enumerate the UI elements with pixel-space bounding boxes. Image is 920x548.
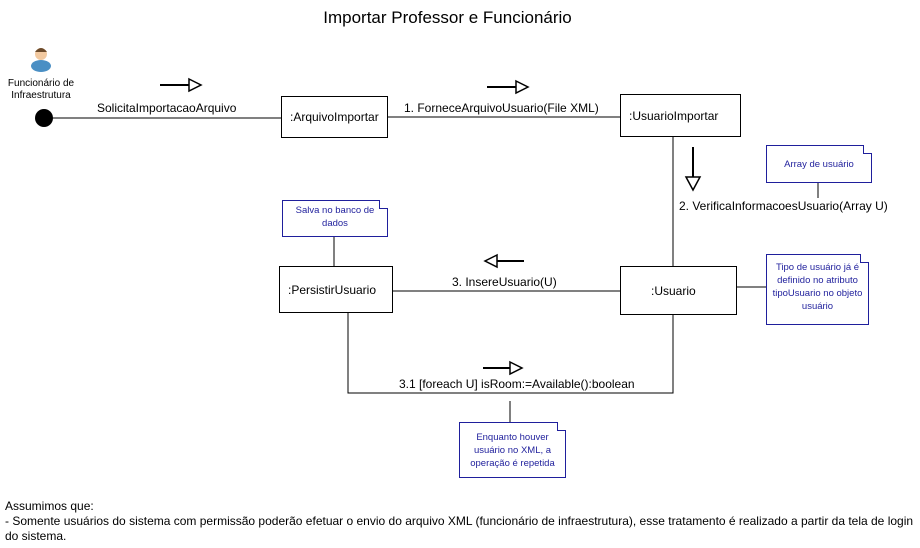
- object-persistir-usuario[interactable]: :PersistirUsuario: [279, 266, 393, 313]
- note-fold: [860, 254, 869, 263]
- object-label: :Usuario: [651, 283, 696, 298]
- note-text: Enquanto houver usuário no XML, a operaç…: [470, 432, 555, 469]
- message-foreach: 3.1 [foreach U] isRoom:=Available():bool…: [399, 377, 635, 391]
- message-solicita: SolicitaImportacaoArquivo: [97, 101, 237, 115]
- arrow-right-icon: [487, 79, 530, 95]
- note-fold: [557, 422, 566, 431]
- object-usuario-importar[interactable]: :UsuarioImportar: [620, 94, 741, 137]
- diagram-title: Importar Professor e Funcionário: [323, 8, 572, 27]
- object-label: :ArquivoImportar: [290, 110, 379, 124]
- arrow-down-icon: [684, 147, 702, 192]
- note-fold: [379, 200, 388, 209]
- person-icon: [31, 48, 51, 72]
- note-fold: [863, 145, 872, 154]
- arrow-left-icon: [483, 253, 524, 269]
- note-text: Array de usuário: [784, 159, 854, 170]
- object-usuario[interactable]: :Usuario: [620, 266, 737, 315]
- object-label: :UsuarioImportar: [629, 108, 719, 123]
- assumptions: Assumimos que: - Somente usuários do sis…: [5, 499, 915, 544]
- link-foreach-loop: [347, 313, 674, 394]
- note-enquanto: Enquanto houver usuário no XML, a operaç…: [459, 422, 566, 478]
- arrow-right-icon: [483, 360, 524, 376]
- assumptions-line: - Somente usuários do sistema com permis…: [5, 514, 914, 543]
- object-label: :PersistirUsuario: [288, 282, 377, 297]
- note-text: Tipo de usuário já é definido no atribut…: [772, 262, 863, 312]
- assumptions-heading: Assumimos que:: [5, 499, 94, 513]
- arrow-right-icon: [160, 77, 203, 93]
- actor-label: Funcionário de Infraestrutura: [7, 78, 75, 101]
- object-arquivo-importar[interactable]: :ArquivoImportar: [281, 96, 388, 138]
- actor-endpoint: [35, 109, 53, 127]
- message-verifica: 2. VerificaInformacoesUsuario(Array U): [679, 199, 888, 213]
- note-text: Salva no banco de dados: [295, 205, 375, 229]
- note-tipo: Tipo de usuário já é definido no atribut…: [766, 254, 869, 325]
- message-fornece: 1. ForneceArquivoUsuario(File XML): [404, 101, 599, 115]
- message-insere: 3. InsereUsuario(U): [452, 275, 557, 289]
- note-salva: Salva no banco de dados: [282, 200, 388, 237]
- note-array: Array de usuário: [766, 145, 872, 183]
